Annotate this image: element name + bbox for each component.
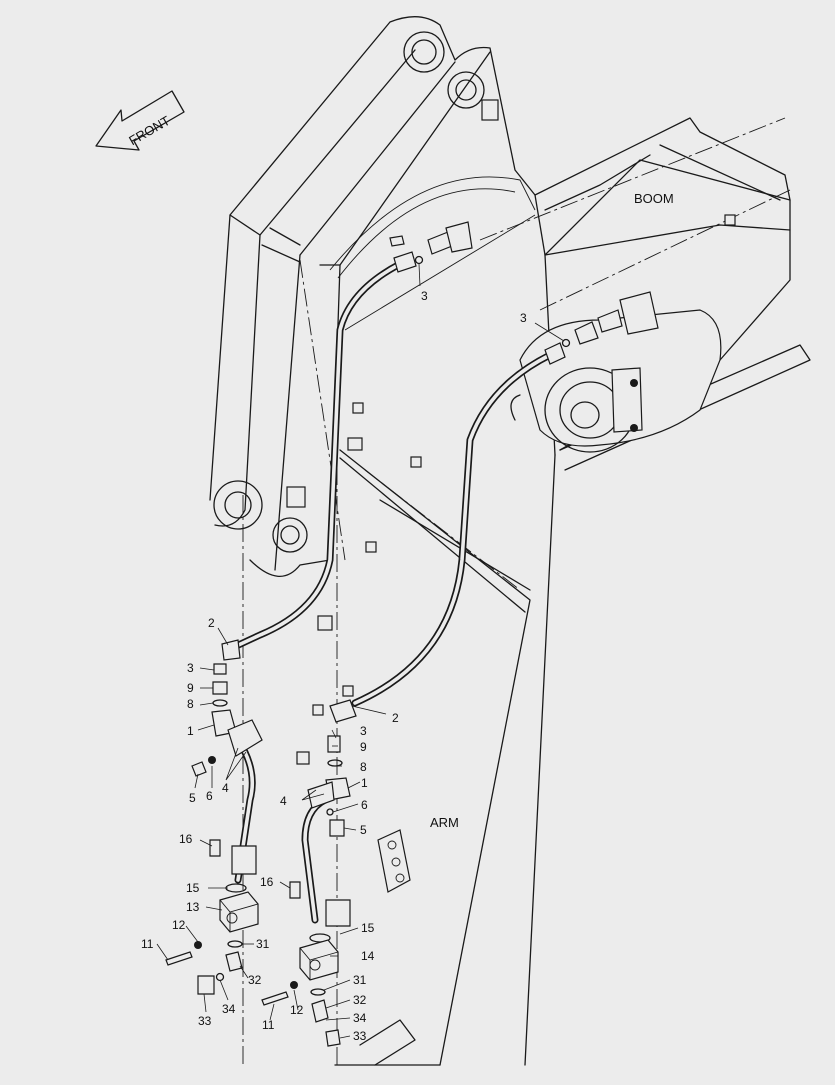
- callout-9: 9: [187, 681, 194, 695]
- callout-34: 34: [222, 1002, 236, 1016]
- cylinder-head: [510, 291, 722, 453]
- valve-block-14: [299, 939, 339, 981]
- callout-6: 6: [206, 789, 213, 803]
- callout-11: 11: [262, 1018, 275, 1032]
- callout-16: 16: [260, 875, 274, 889]
- valve-block-13: [219, 891, 259, 933]
- callout-32: 32: [248, 973, 262, 987]
- callout-6: 6: [361, 798, 368, 812]
- callout-33: 33: [353, 1029, 367, 1043]
- callout-8: 8: [360, 760, 367, 774]
- callout-15: 15: [361, 921, 375, 935]
- callout-2: 2: [208, 616, 215, 630]
- callout-4: 4: [280, 794, 287, 808]
- callout-14: 14: [361, 949, 375, 963]
- callout-11: 11: [141, 937, 154, 951]
- callout-4: 4: [222, 781, 229, 795]
- callout-9: 9: [360, 740, 367, 754]
- callout-15: 15: [186, 881, 200, 895]
- callout-31: 31: [353, 973, 367, 987]
- callout-8: 8: [187, 697, 194, 711]
- callout-5: 5: [189, 791, 196, 805]
- arm-label: ARM: [430, 815, 459, 830]
- callout-1: 1: [361, 776, 368, 790]
- front-arrow-icon: FRONT: [95, 90, 185, 151]
- callout-2: 2: [392, 711, 399, 725]
- callout-1: 1: [187, 724, 194, 738]
- callout-3: 3: [187, 661, 194, 675]
- boom-fittings: [389, 221, 623, 365]
- callout-numbers: 3 3 2 3 9 8 1 5 6 4 16 15 13 12 11 31 32…: [141, 289, 527, 1043]
- mounting-plate: [377, 829, 411, 893]
- left-fitting-stack: [165, 639, 263, 995]
- right-fitting-stack: [261, 699, 357, 1047]
- callout-34: 34: [353, 1011, 367, 1025]
- leader-lines: [156, 263, 565, 1039]
- front-label: FRONT: [126, 113, 172, 148]
- callout-13: 13: [186, 900, 200, 914]
- callout-3: 3: [360, 724, 367, 738]
- callout-5: 5: [360, 823, 367, 837]
- boom-label: BOOM: [634, 191, 674, 206]
- callout-31: 31: [256, 937, 270, 951]
- callout-32: 32: [353, 993, 367, 1007]
- callout-3: 3: [421, 289, 428, 303]
- callout-3: 3: [520, 311, 527, 325]
- callout-16: 16: [179, 832, 193, 846]
- callout-12: 12: [172, 918, 186, 932]
- boom-structure: [209, 16, 791, 1065]
- callout-33: 33: [198, 1014, 212, 1028]
- callout-12: 12: [290, 1003, 304, 1017]
